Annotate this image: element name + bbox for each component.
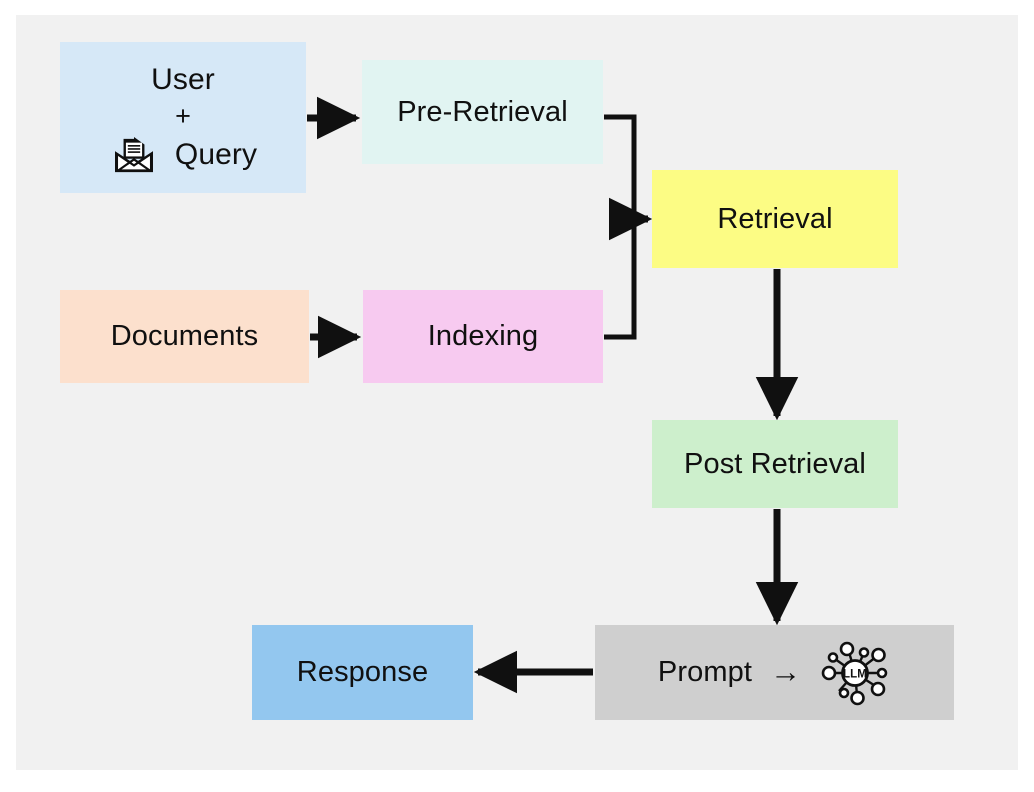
user-label: User — [151, 62, 215, 96]
indexing-label: Indexing — [427, 320, 539, 353]
node-prompt-llm[interactable]: Prompt → — [595, 625, 954, 720]
query-row: Query — [60, 136, 306, 174]
open-envelope-icon — [114, 137, 153, 173]
edge-pre-retrieval-to-bus — [604, 114, 637, 219]
retrieval-label: Retrieval — [717, 202, 833, 235]
documents-label: Documents — [110, 320, 259, 353]
llm-icon-label: LLM — [843, 668, 867, 680]
edge-indexing-to-bus — [604, 219, 637, 340]
node-indexing[interactable]: Indexing — [363, 290, 603, 383]
node-documents[interactable]: Documents — [60, 290, 309, 383]
node-post-retrieval[interactable]: Post Retrieval — [652, 420, 898, 508]
prompt-llm-content: Prompt → — [595, 637, 954, 709]
pre-retrieval-label: Pre-Retrieval — [397, 95, 568, 128]
node-pre-retrieval[interactable]: Pre-Retrieval — [362, 60, 603, 164]
prompt-label: Prompt — [657, 656, 752, 689]
post-retrieval-label: Post Retrieval — [684, 447, 866, 480]
user-query-content: User + Query — [60, 42, 306, 193]
right-arrow-icon: → — [769, 654, 802, 690]
node-retrieval[interactable]: Retrieval — [652, 170, 898, 268]
plus-sign: + — [175, 101, 191, 132]
node-user-query[interactable]: User + Query — [60, 42, 306, 193]
llm-network-icon: LLM — [821, 641, 888, 705]
response-label: Response — [296, 656, 429, 689]
node-response[interactable]: Response — [252, 625, 473, 720]
query-label: Query — [174, 138, 258, 172]
